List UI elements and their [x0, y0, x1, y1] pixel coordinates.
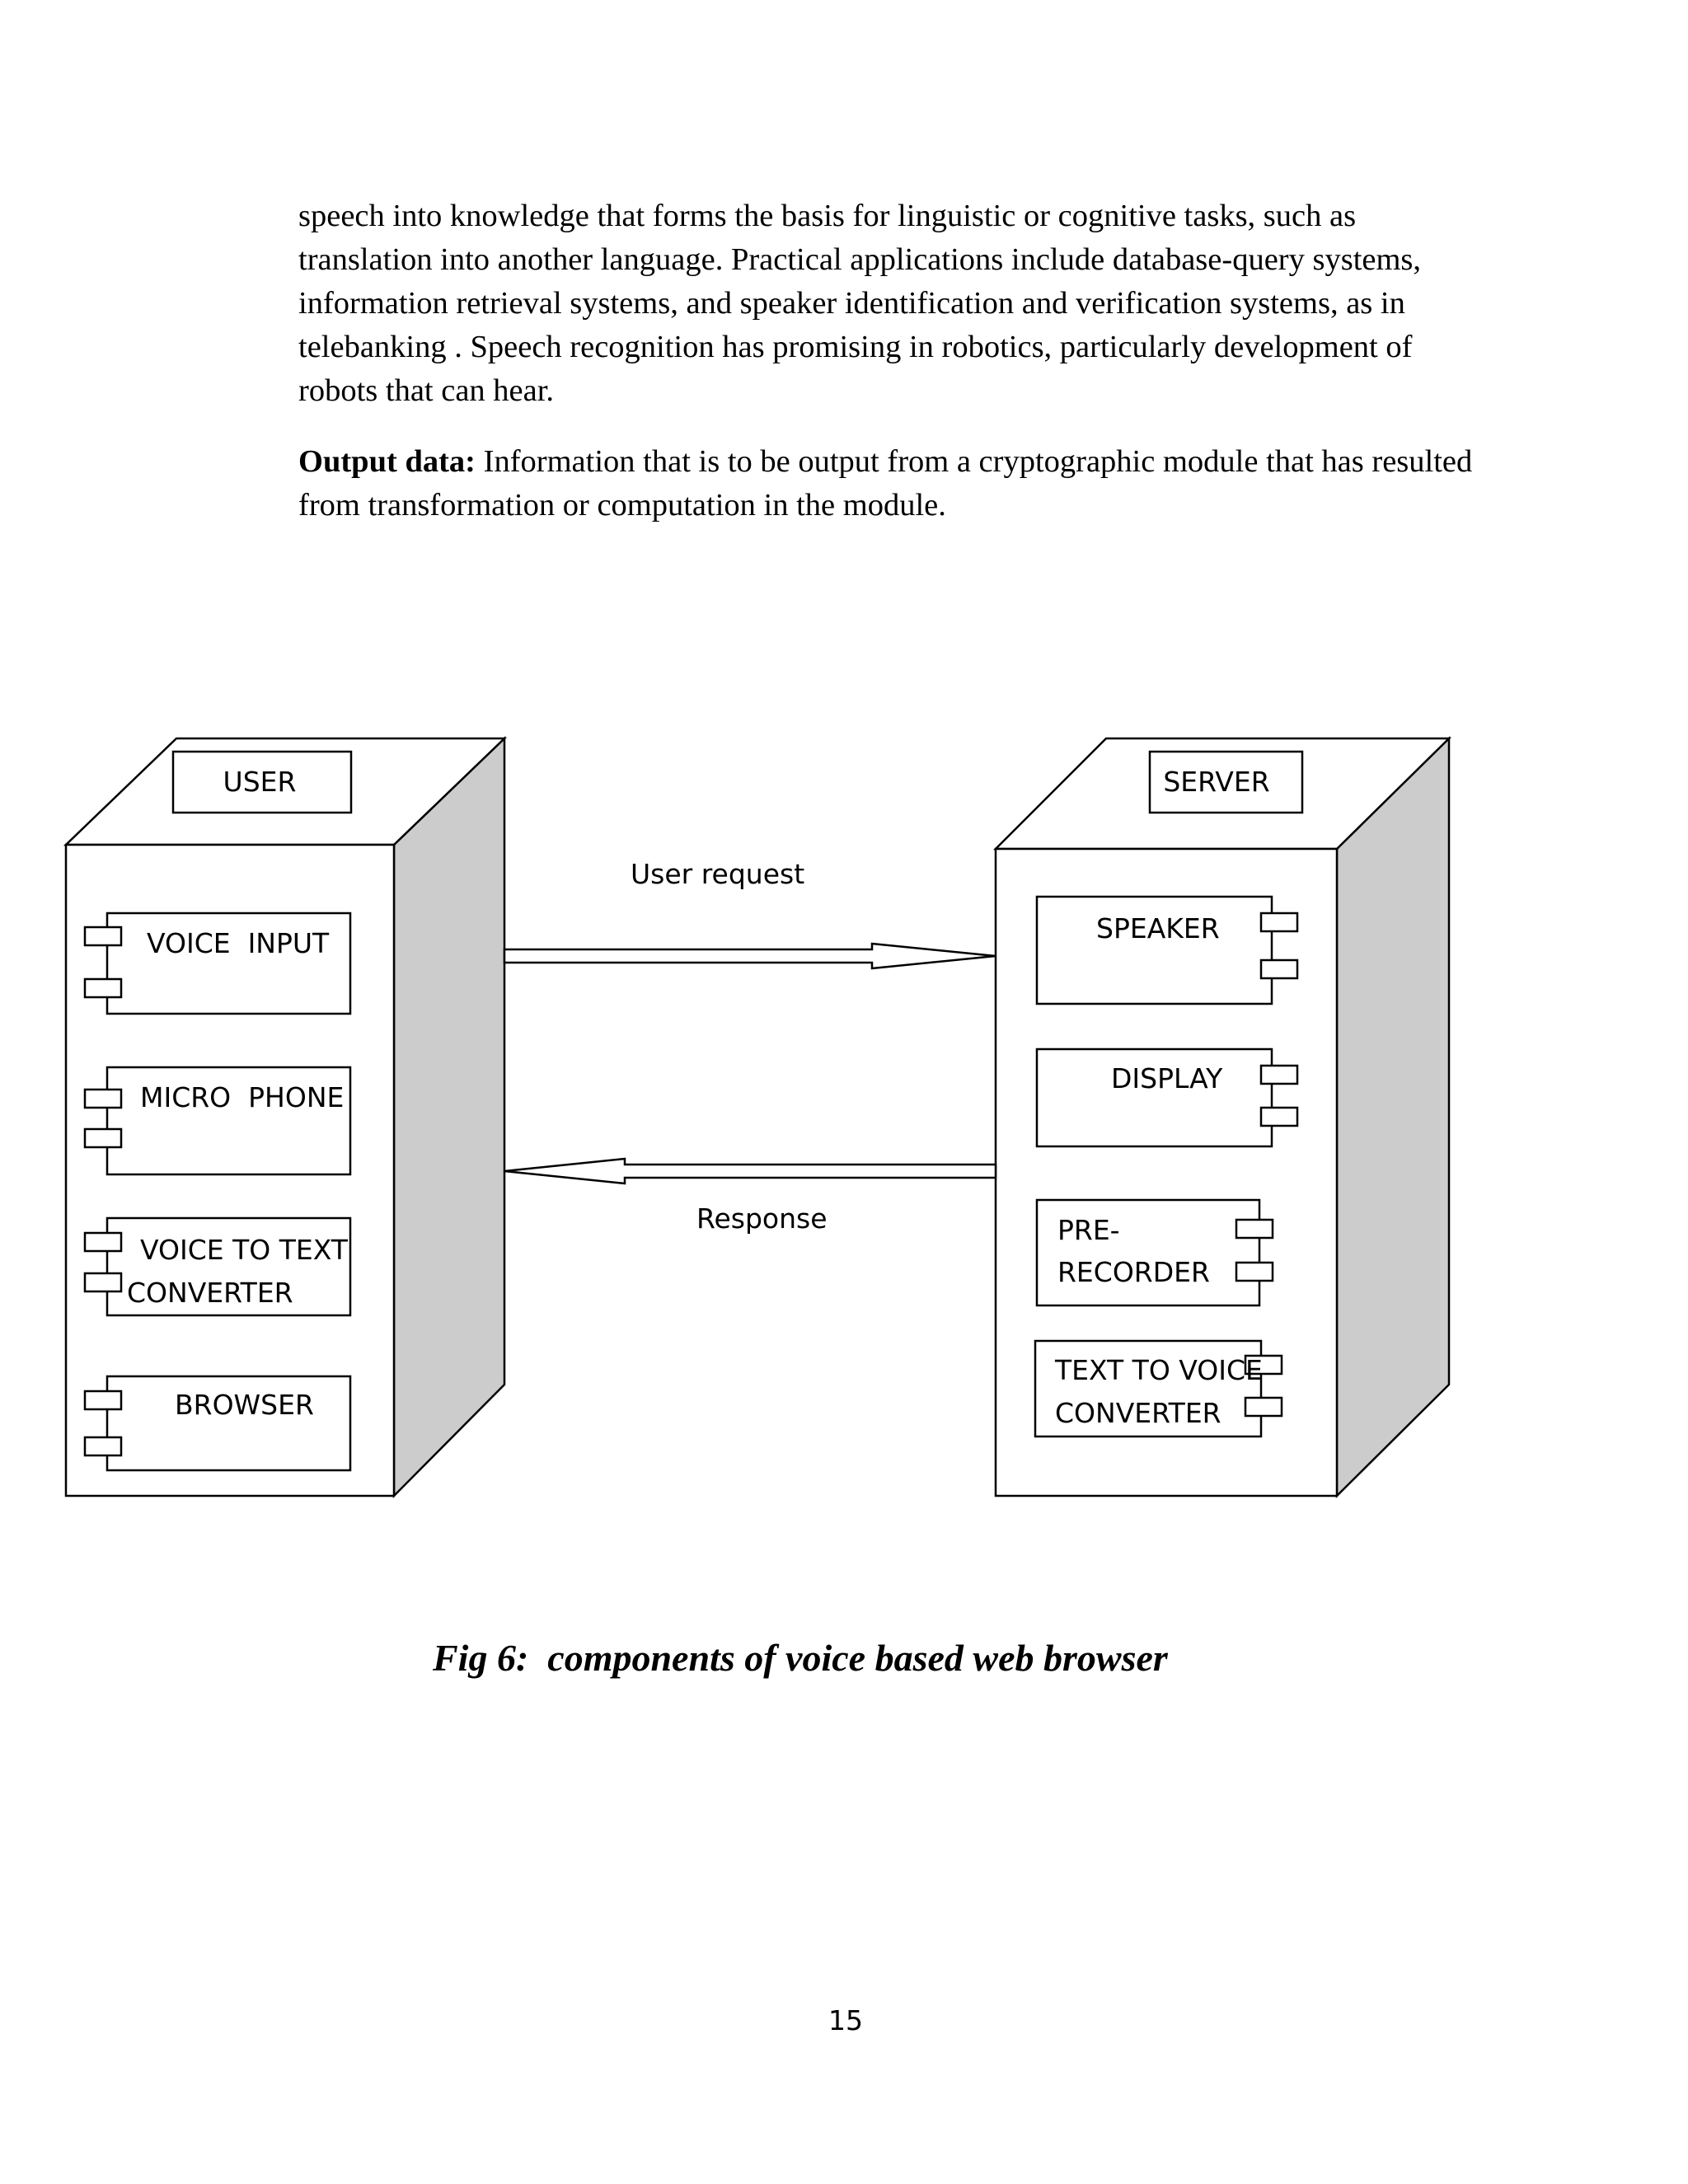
component-text-to-voice-converter: TEXT TO VOICE CONVERTER	[1034, 1339, 1283, 1438]
component-port	[83, 926, 123, 947]
component-micro-phone: MICRO PHONE	[83, 1066, 352, 1176]
user-title: USER	[223, 766, 297, 798]
paragraph-output-data: Output data: Information that is to be o…	[298, 440, 1485, 527]
response-arrow	[504, 1157, 997, 1185]
component-label-line2: CONVERTER	[1055, 1397, 1221, 1429]
server-title-box	[1148, 750, 1304, 814]
user-request-label: User request	[631, 858, 804, 890]
component-label-line2: RECORDER	[1057, 1256, 1210, 1288]
component-port	[83, 1231, 123, 1253]
component-label-line2: CONVERTER	[127, 1277, 293, 1309]
component-port	[83, 1436, 123, 1457]
component-port	[1259, 1106, 1299, 1127]
component-label: BROWSER	[175, 1389, 314, 1421]
component-display: DISPLAY	[1035, 1047, 1299, 1148]
component-voice-input: VOICE INPUT	[83, 912, 352, 1015]
component-label: MICRO PHONE	[140, 1081, 344, 1113]
output-data-label: Output data:	[298, 444, 476, 479]
deployment-diagram: USER VOICE INPUT MICRO PHONE VOICE	[63, 736, 1452, 1499]
component-label-line1: PRE-	[1057, 1214, 1120, 1246]
component-port	[83, 1127, 123, 1149]
server-node-side-face	[1335, 736, 1451, 1499]
server-node: SERVER SPEAKER DISPLAY PRE-	[992, 736, 1452, 1499]
component-port	[1259, 958, 1299, 980]
component-port	[1244, 1354, 1283, 1376]
user-node-side-face	[392, 736, 506, 1499]
output-data-body: Information that is to be output from a …	[298, 444, 1473, 523]
response-label: Response	[696, 1202, 828, 1235]
component-voice-to-text-converter: VOICE TO TEXT CONVERTER	[83, 1216, 352, 1317]
component-label-line1: TEXT TO VOICE	[1054, 1354, 1263, 1386]
user-title-box	[171, 750, 353, 814]
component-speaker: SPEAKER	[1035, 895, 1299, 1005]
component-label: SPEAKER	[1096, 912, 1220, 944]
server-title: SERVER	[1163, 766, 1269, 798]
component-port	[1259, 912, 1299, 933]
component-port	[1244, 1396, 1283, 1418]
page-number: 15	[828, 2004, 863, 2036]
component-port	[83, 1272, 123, 1293]
figure-caption: Fig 6: components of voice based web bro…	[433, 1637, 1168, 1679]
paragraph-speech-recognition: speech into knowledge that forms the bas…	[298, 199, 1422, 408]
component-port	[1259, 1064, 1299, 1085]
component-port	[1235, 1218, 1274, 1240]
user-request-arrow	[503, 942, 996, 970]
user-node: USER VOICE INPUT MICRO PHONE VOICE	[63, 736, 508, 1499]
component-label: VOICE INPUT	[147, 927, 330, 959]
component-port	[1235, 1261, 1274, 1282]
component-port	[83, 977, 123, 999]
component-label-line1: VOICE TO TEXT	[140, 1234, 349, 1266]
component-browser: BROWSER	[83, 1375, 352, 1472]
component-label: DISPLAY	[1111, 1062, 1223, 1094]
component-port	[83, 1088, 123, 1109]
component-pre-recorder: PRE- RECORDER	[1035, 1198, 1274, 1307]
component-port	[83, 1390, 123, 1411]
